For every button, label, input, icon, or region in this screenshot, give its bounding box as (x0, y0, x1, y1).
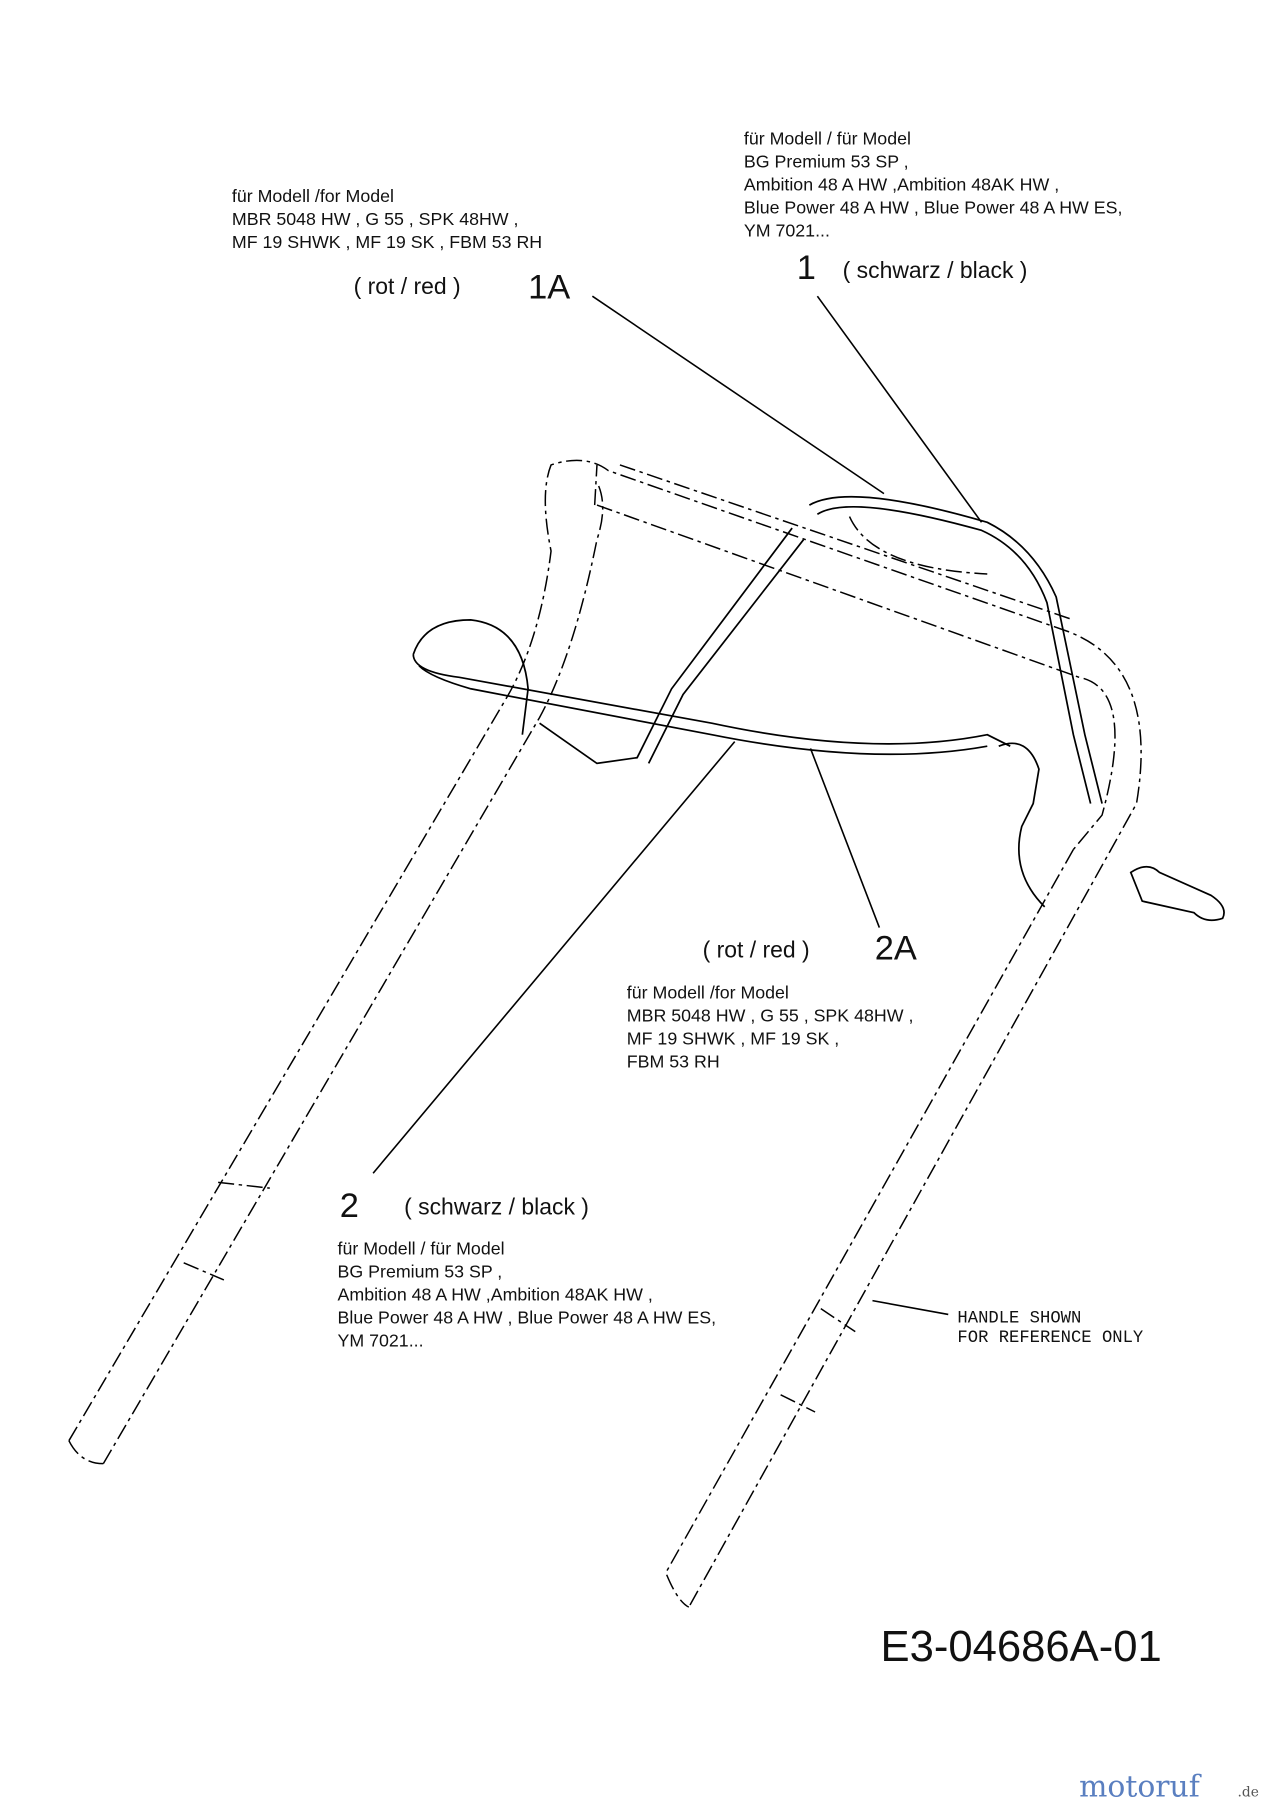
leader-line (872, 1299, 949, 1316)
models-line: Blue Power 48 A HW , Blue Power 48 A HW … (338, 1308, 717, 1328)
callout-2a: ( rot / red ) 2A für Modell /for Model M… (627, 748, 917, 1072)
models-header: für Modell / für Model (744, 129, 911, 149)
models-line: YM 7021... (744, 220, 830, 240)
models-line: MBR 5048 HW , G 55 , SPK 48HW , (627, 1006, 914, 1026)
part-number: 1A (528, 268, 570, 306)
callout-1: für Modell / für Model BG Premium 53 SP … (744, 129, 1123, 523)
models-header: für Modell / für Model (338, 1239, 505, 1259)
part-number: 2 (340, 1187, 359, 1225)
models-header: für Modell /for Model (232, 186, 394, 206)
leader-line (372, 741, 736, 1174)
color-label: ( rot / red ) (703, 936, 810, 962)
part-number: 1 (797, 249, 816, 287)
models-line: FBM 53 RH (627, 1052, 720, 1072)
models-header: für Modell /for Model (627, 983, 789, 1003)
models-line: MF 19 SHWK , MF 19 SK , (627, 1029, 839, 1049)
models-line: YM 7021... (338, 1331, 424, 1351)
note-line: FOR REFERENCE ONLY (957, 1329, 1144, 1348)
callout-1a: für Modell /for Model MBR 5048 HW , G 55… (232, 186, 885, 495)
handle-bars (412, 495, 1225, 922)
models-line: BG Premium 53 SP , (338, 1262, 503, 1282)
part-number: 2A (875, 930, 917, 968)
leader-line (816, 295, 983, 523)
color-label: ( schwarz / black ) (843, 257, 1028, 283)
leader-line (591, 295, 885, 495)
models-line: Ambition 48 A HW ,Ambition 48AK HW , (744, 175, 1059, 195)
models-line: Ambition 48 A HW ,Ambition 48AK HW , (338, 1285, 653, 1305)
leader-line (809, 748, 881, 928)
diagram-code: E3-04686A-01 (881, 1623, 1162, 1671)
callout-2: 2 ( schwarz / black ) für Modell / für M… (338, 741, 736, 1351)
models-line: Blue Power 48 A HW , Blue Power 48 A HW … (744, 198, 1123, 218)
watermark-logo: motoruf .de (1079, 1770, 1259, 1800)
color-label: ( schwarz / black ) (404, 1194, 589, 1220)
note-line: HANDLE SHOWN (957, 1309, 1081, 1328)
watermark-brand: motoruf (1079, 1770, 1202, 1800)
watermark-tld: .de (1238, 1785, 1259, 1800)
color-label: ( rot / red ) (354, 273, 461, 299)
models-line: MF 19 SHWK , MF 19 SK , FBM 53 RH (232, 232, 542, 252)
handle-note: HANDLE SHOWN FOR REFERENCE ONLY (872, 1299, 1144, 1348)
models-line: BG Premium 53 SP , (744, 152, 909, 172)
reference-handle (68, 459, 1142, 1608)
models-line: MBR 5048 HW , G 55 , SPK 48HW , (232, 209, 519, 229)
